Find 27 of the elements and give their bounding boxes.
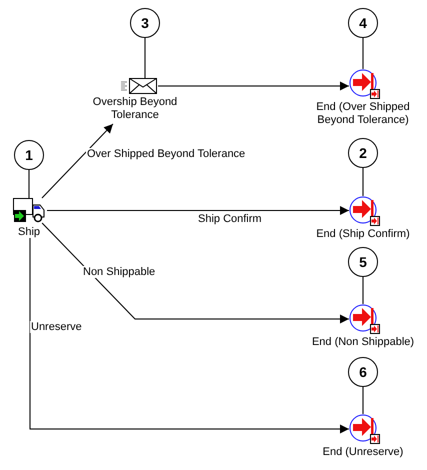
step-label: End (Unreserve) bbox=[322, 446, 404, 459]
step-number: 5 bbox=[348, 247, 378, 277]
connector-line bbox=[362, 386, 364, 414]
arrow bbox=[42, 222, 350, 324]
edge-label: Unreserve bbox=[30, 321, 83, 333]
step-number: 6 bbox=[348, 357, 378, 387]
step-number: 2 bbox=[348, 138, 378, 168]
arrow bbox=[30, 238, 350, 434]
step-label: End (Over Shipped Beyond Tolerance) bbox=[315, 101, 411, 127]
connector-line bbox=[28, 170, 30, 198]
step-label: End (Ship Confirm) bbox=[315, 228, 411, 241]
step-number: 3 bbox=[130, 8, 160, 38]
arrow bbox=[41, 124, 114, 198]
arrow bbox=[46, 206, 350, 215]
step-number: 1 bbox=[14, 140, 44, 170]
connector-line bbox=[362, 276, 364, 304]
connector-line bbox=[362, 38, 364, 70]
connector-line bbox=[362, 168, 364, 196]
step-number: 4 bbox=[348, 8, 378, 38]
edge-label: Over Shipped Beyond Tolerance bbox=[86, 148, 246, 160]
step-label: Overship Beyond Tolerance bbox=[92, 96, 178, 122]
arrow bbox=[158, 82, 350, 90]
connector-line bbox=[144, 38, 146, 78]
step-label: End (Non Shippable) bbox=[310, 336, 416, 349]
edge-label: Non Shippable bbox=[82, 266, 156, 278]
step-label: Ship bbox=[16, 226, 42, 239]
edge-label: Ship Confirm bbox=[197, 213, 263, 225]
